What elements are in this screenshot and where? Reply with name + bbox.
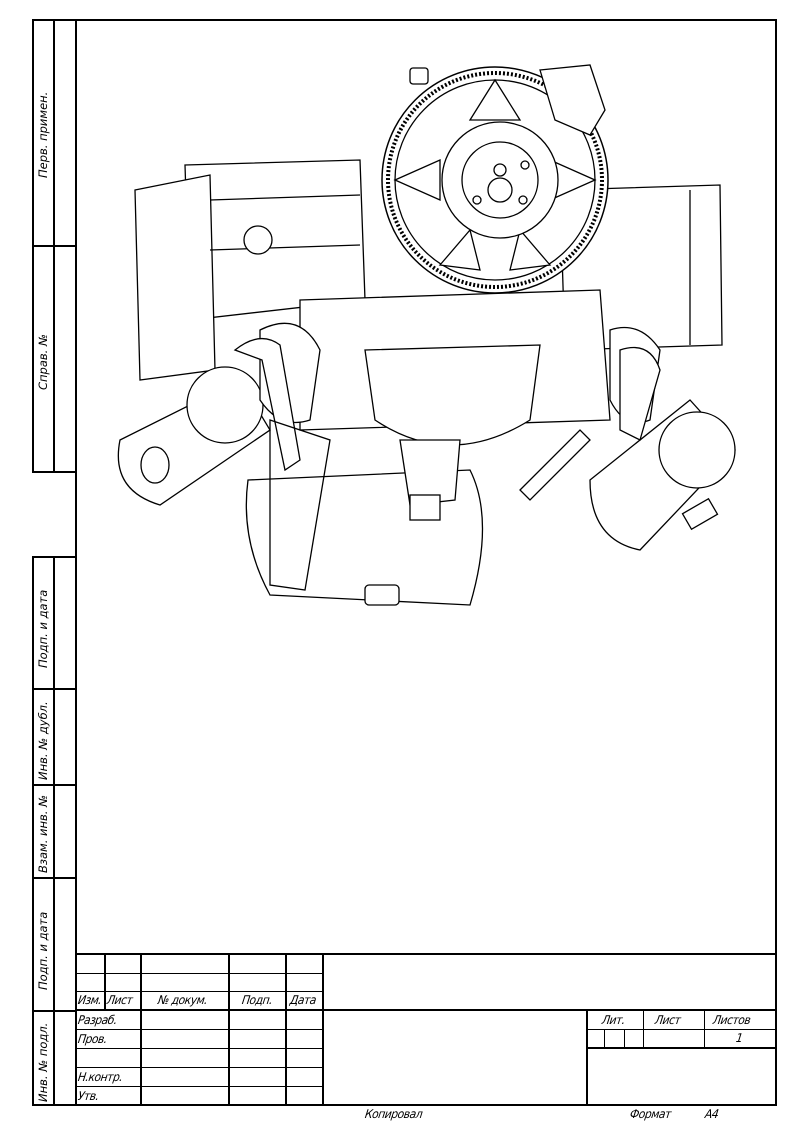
strip-line [32,556,34,1106]
tb-line [76,1009,776,1011]
role-n-kontr: Н.контр. [77,1070,124,1084]
strip-line [32,19,76,21]
strip-line [32,245,76,247]
lit-label: Лит. [601,1013,626,1027]
tb-line [285,954,287,1106]
tb-line [76,1086,323,1087]
tb-line [587,1029,776,1030]
header-doc-no: № докум. [157,993,209,1007]
strip-line [32,877,76,879]
strip-line [53,556,55,1106]
tb-line [76,953,776,955]
label-perv-primen: Перв. примен. [36,91,50,178]
header-data: Дата [289,993,317,1007]
engine-drawing [117,64,736,606]
sheets-value: 1 [735,1031,744,1045]
tb-line [76,1029,323,1030]
strip-line [32,1010,76,1012]
strip-line [32,471,76,473]
tb-line [704,1010,705,1048]
format-label: Формат [629,1107,672,1121]
frame-right [775,19,777,1106]
strip-line [32,784,76,786]
flywheel [381,64,609,294]
header-podp: Подп. [241,993,274,1007]
frame-left [75,19,77,1106]
label-podp-data-1: Подп. и дата [36,589,50,668]
tb-line [104,954,106,1011]
tb-line [76,991,323,992]
tb-line [76,973,323,974]
left-cylinder [117,159,366,506]
tb-line [587,1047,776,1049]
tb-line [322,954,324,1106]
tb-line [624,1029,625,1048]
role-razrab: Разраб. [77,1013,118,1027]
tb-line [643,1010,644,1048]
role-utv: Утв. [77,1089,100,1103]
sheet-label: Лист [654,1013,682,1027]
tb-line [140,954,142,1106]
header-izm: Изм. [77,993,103,1007]
label-sprav-no: Справ. № [36,334,50,390]
strip-line [32,556,76,558]
frame-bottom [32,1104,777,1106]
tb-line [76,1048,323,1049]
copied-label: Копировал [364,1107,424,1121]
label-inv-dubl: Инв. № дубл. [36,701,50,780]
tb-line [604,1029,605,1048]
label-podp-data-2: Подп. и дата [36,911,50,990]
tb-line [228,954,230,1106]
role-prov: Пров. [77,1032,108,1046]
format-value: A4 [704,1107,720,1121]
strip-line [32,688,76,690]
header-list: Лист [106,993,134,1007]
frame-top [76,19,777,21]
tb-line [76,1067,323,1068]
tb-line [586,1010,588,1106]
exhaust-pipes [233,338,661,591]
label-vzam-inv: Взам. инв. № [36,794,50,873]
label-inv-podl: Инв. № подл. [36,1022,50,1102]
crankcase [259,289,661,521]
sheets-label: Листов [712,1013,752,1027]
